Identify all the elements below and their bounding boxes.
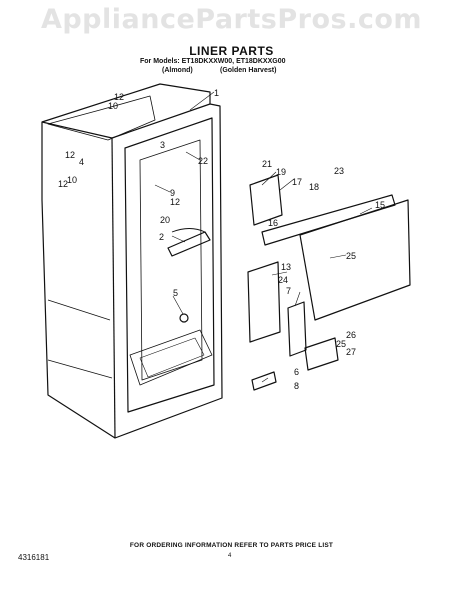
color-almond: (Almond) <box>162 67 193 74</box>
callout-20: 20 <box>160 215 170 225</box>
screw-part <box>179 313 189 323</box>
liner-step <box>47 299 113 379</box>
diagram-title: LINER PARTS <box>189 44 274 58</box>
light-wire <box>171 228 206 233</box>
watermark: AppliancePartsPros.com <box>40 4 423 35</box>
callout-10a: 10 <box>108 101 118 111</box>
liner-inner-back <box>139 139 203 381</box>
liner-outline <box>41 83 223 439</box>
bracket <box>304 337 339 371</box>
callout-23: 23 <box>334 166 344 176</box>
callout-12d: 12 <box>170 197 180 207</box>
callout-17: 17 <box>292 177 302 187</box>
callout-27: 27 <box>346 347 356 357</box>
callout-16: 16 <box>268 218 278 228</box>
callout-12b: 12 <box>65 150 75 160</box>
callout-13: 13 <box>281 262 291 272</box>
liner-left-wall <box>111 137 116 439</box>
callout-21: 21 <box>262 159 272 169</box>
callout-12a: 12 <box>114 92 124 102</box>
callout-18: 18 <box>309 182 319 192</box>
page-number: 4 <box>228 553 232 559</box>
callout-8: 8 <box>294 381 299 391</box>
evaporator-cover <box>261 194 396 246</box>
callout-4: 4 <box>79 157 84 167</box>
air-duct-panel <box>247 261 281 343</box>
fan-bracket <box>249 174 283 226</box>
callout-22: 22 <box>198 156 208 166</box>
liner-floor <box>129 329 213 386</box>
callout-2: 2 <box>159 232 164 242</box>
callout-9: 9 <box>170 188 175 198</box>
light-housing <box>167 231 211 257</box>
ordering-info: FOR ORDERING INFORMATION REFER TO PARTS … <box>129 542 334 549</box>
control-area <box>47 95 156 141</box>
callout-26: 26 <box>346 330 356 340</box>
callout-25b: 25 <box>336 339 346 349</box>
grille <box>251 371 277 391</box>
liner-top-edge <box>41 103 211 139</box>
callout-1: 1 <box>214 88 219 98</box>
evaporator-panel <box>299 199 411 321</box>
baffle <box>287 301 307 357</box>
callout-25a: 25 <box>346 251 356 261</box>
callout-19: 19 <box>276 167 286 177</box>
callout-12c: 12 <box>58 179 68 189</box>
document-number: 4316181 <box>18 553 50 562</box>
color-golden-harvest: (Golden Harvest) <box>220 67 277 74</box>
callout-3: 3 <box>160 140 165 150</box>
callout-10b: 10 <box>67 175 77 185</box>
liner-inner-opening <box>124 117 215 413</box>
callout-24: 24 <box>278 275 288 285</box>
callout-15: 15 <box>375 200 385 210</box>
liner-floor-inner <box>139 337 205 378</box>
callout-5: 5 <box>173 288 178 298</box>
callout-6: 6 <box>294 367 299 377</box>
model-numbers: For Models: ET18DKXXW00, ET18DKXXG00 <box>140 58 286 65</box>
callout-7: 7 <box>286 286 291 296</box>
